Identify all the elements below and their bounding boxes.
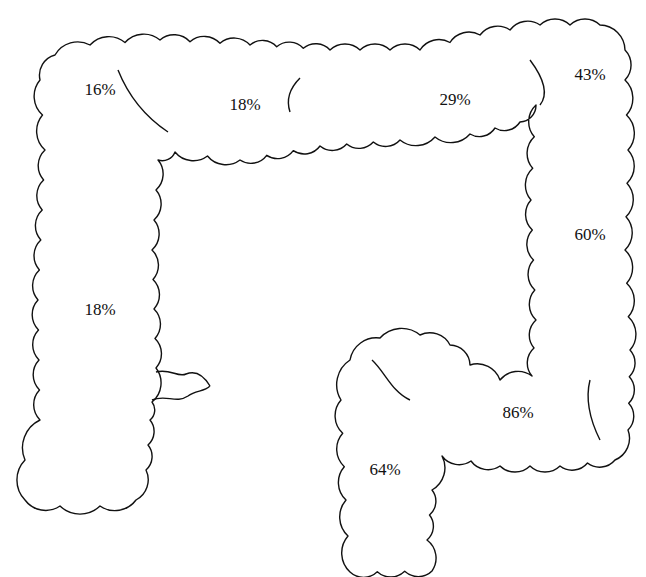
percentage-label: 29% [437, 91, 472, 110]
colon-wall [17, 19, 636, 577]
percentage-label: 64% [367, 461, 402, 480]
percentage-label: 43% [572, 66, 607, 85]
percentage-label: 18% [227, 96, 262, 115]
percentage-label: 16% [82, 81, 117, 100]
haustral-fold [288, 78, 300, 112]
haustral-fold [530, 60, 544, 105]
percentage-label: 18% [82, 301, 117, 320]
appendix [152, 371, 210, 400]
haustral-fold [588, 380, 600, 440]
haustral-fold [118, 70, 168, 132]
haustral-fold [372, 360, 410, 400]
percentage-label: 60% [572, 226, 607, 245]
percentage-label: 86% [500, 404, 535, 423]
